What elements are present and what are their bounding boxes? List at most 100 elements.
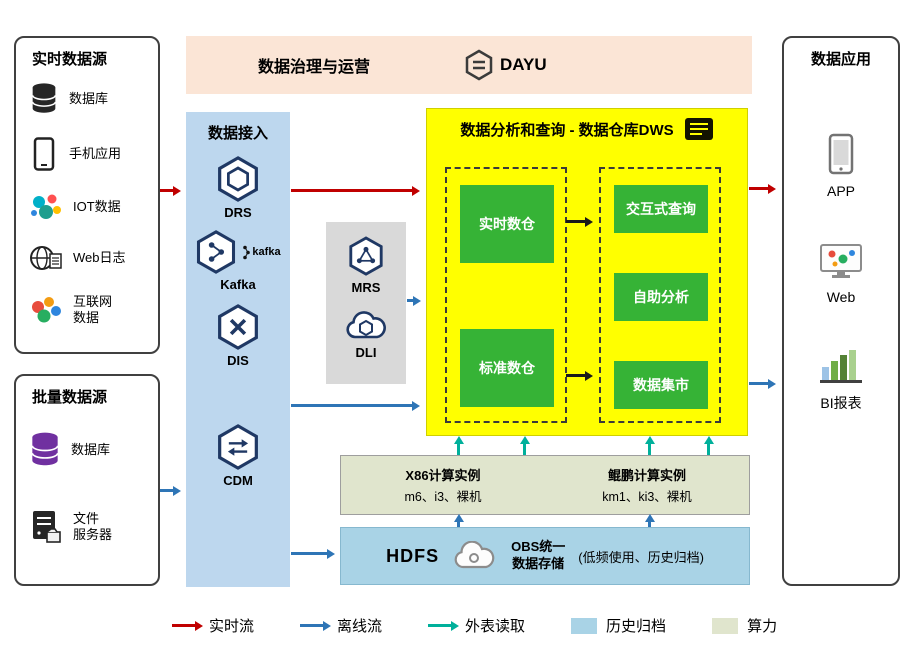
bi-report-icon <box>820 350 862 383</box>
arrow-compute-to-dws-1 <box>453 436 464 455</box>
service-label: DRS <box>224 205 252 220</box>
data-applications-title: 数据应用 <box>810 51 871 68</box>
dws-box-interactive-query: 交互式查询 <box>614 185 708 233</box>
obs-note: (低频使用、历史归档) <box>578 549 704 565</box>
app-label: Web <box>826 289 856 305</box>
legend-label: 离线流 <box>337 618 383 635</box>
source-label: 数据库 <box>69 90 109 106</box>
service-mrs: MRS <box>347 236 385 295</box>
iot-icon <box>31 194 61 219</box>
web-monitor-icon <box>820 244 862 278</box>
data-applications-panel: 数据应用 APP Web <box>782 36 900 586</box>
list-item-web-log: Web日志 <box>16 243 158 273</box>
arrow-cluster-to-dws <box>407 295 421 306</box>
legend-item-history-archive: 历史归档 <box>571 615 666 636</box>
arrow-compute-to-dws-2 <box>519 436 530 455</box>
kafka-hexagon-icon <box>197 230 236 274</box>
dayu-text: DAYU <box>500 55 547 74</box>
legend-item-realtime-flow: 实时流 <box>172 615 254 636</box>
dws-analysis-group: 交互式查询 自助分析 数据集市 <box>599 167 721 423</box>
arrow-compute-to-dws-4 <box>703 436 714 455</box>
data-ingestion-title: 数据接入 <box>207 125 268 142</box>
dis-hexagon-icon <box>218 304 258 350</box>
batch-sources-panel: 批量数据源 数据库 文件 服务器 <box>14 374 160 586</box>
storage-panel: HDFS OBS统一 数据存储 (低频使用、历史归档) <box>340 527 750 585</box>
app-label: BI报表 <box>820 395 862 411</box>
service-drs: DRS <box>216 155 260 220</box>
list-item-database: 数据库 <box>16 82 158 116</box>
legend-label: 外表读取 <box>465 618 526 635</box>
service-kafka: kafka Kafka <box>195 229 281 292</box>
legend-label: 实时流 <box>209 618 255 635</box>
arrow-compute-to-dws-3 <box>644 436 655 455</box>
service-label: Kafka <box>220 277 256 292</box>
arrow-dws-to-apps-realtime <box>749 183 776 194</box>
batch-sources-title: 批量数据源 <box>32 389 108 406</box>
drs-hexagon-icon <box>218 156 258 202</box>
compute-spec: km1、ki3、裸机 <box>602 490 692 504</box>
mobile-app-icon <box>33 137 55 171</box>
dws-box-data-mart: 数据集市 <box>614 361 708 409</box>
service-label: DIS <box>227 353 249 368</box>
list-item-app: APP <box>784 133 898 199</box>
arrow-ingestion-to-dws-realtime <box>291 185 420 196</box>
legend: 实时流 离线流 外表读取 历史归档 算力 <box>172 615 777 636</box>
cdm-hexagon-icon <box>218 424 258 470</box>
service-dis: DIS <box>216 303 260 368</box>
mrs-hexagon-icon <box>349 236 383 276</box>
compute-name: 鲲鹏计算实例 <box>607 468 686 483</box>
legend-label: 算力 <box>747 618 778 635</box>
dws-title-row: 数据分析和查询 - 数据仓库DWS <box>427 117 747 141</box>
realtime-flow-arrow-icon <box>172 620 203 631</box>
source-label: 手机应用 <box>69 145 122 161</box>
dws-warehouse-group: 实时数仓 标准数仓 <box>445 167 567 423</box>
source-label: 互联网 数据 <box>73 294 113 326</box>
legend-label: 历史归档 <box>606 618 667 635</box>
service-cdm: CDM <box>216 423 260 488</box>
document-icon <box>684 118 713 140</box>
service-label: DLI <box>355 345 377 360</box>
compute-group-x86: X86计算实例 m6、i3、裸机 <box>341 456 545 514</box>
source-label: Web日志 <box>73 249 126 265</box>
legend-item-compute-power: 算力 <box>712 615 777 636</box>
list-item-iot-data: IOT数据 <box>16 192 158 222</box>
dws-box-standard-warehouse: 标准数仓 <box>460 329 554 407</box>
history-archive-swatch <box>571 617 598 634</box>
list-item-file-server: 文件 服务器 <box>16 509 158 545</box>
dws-box-realtime-warehouse: 实时数仓 <box>460 185 554 263</box>
dayu-icon <box>465 49 493 81</box>
compute-group-kunpeng: 鲲鹏计算实例 km1、ki3、裸机 <box>545 456 749 514</box>
list-item-internet-data: 互联网 数据 <box>16 294 158 327</box>
database-icon <box>31 83 57 113</box>
dli-cloud-icon <box>346 311 386 339</box>
realtime-sources-panel: 实时数据源 数据库 手机应用 I <box>14 36 160 354</box>
external-read-arrow-icon <box>428 620 460 631</box>
governance-title: 数据治理与运营 <box>258 59 371 76</box>
service-label: CDM <box>223 473 253 488</box>
app-phone-icon <box>828 133 854 175</box>
source-label: IOT数据 <box>73 198 121 214</box>
arrow-dws-to-apps-offline <box>749 378 776 389</box>
compute-power-swatch <box>712 617 739 634</box>
web-log-icon <box>30 246 62 270</box>
list-item-bi-report: BI报表 <box>784 347 898 413</box>
legend-item-external-read: 外表读取 <box>428 615 525 636</box>
dayu-logo: DAYU <box>465 49 547 81</box>
obs-label: OBS统一 数据存储 <box>511 539 566 571</box>
compute-spec: m6、i3、裸机 <box>404 490 482 504</box>
data-ingestion-panel: 数据接入 DRS <box>186 112 290 587</box>
service-dli: DLI <box>344 309 388 360</box>
kafka-wordmark-text: kafka <box>252 246 281 258</box>
kafka-logo-icon <box>243 245 251 259</box>
cluster-panel: MRS DLI <box>326 222 406 384</box>
arrow-cdm-to-hdfs <box>291 548 335 559</box>
service-label: MRS <box>351 280 381 295</box>
offline-flow-arrow-icon <box>300 620 332 631</box>
arrow-realtime-sources-to-ingestion <box>160 185 181 196</box>
list-item-web: Web <box>784 243 898 305</box>
file-server-icon <box>33 511 61 543</box>
hdfs-label: HDFS <box>386 545 440 566</box>
database-purple-icon <box>31 432 59 466</box>
dws-title: 数据分析和查询 - 数据仓库DWS <box>460 121 674 139</box>
